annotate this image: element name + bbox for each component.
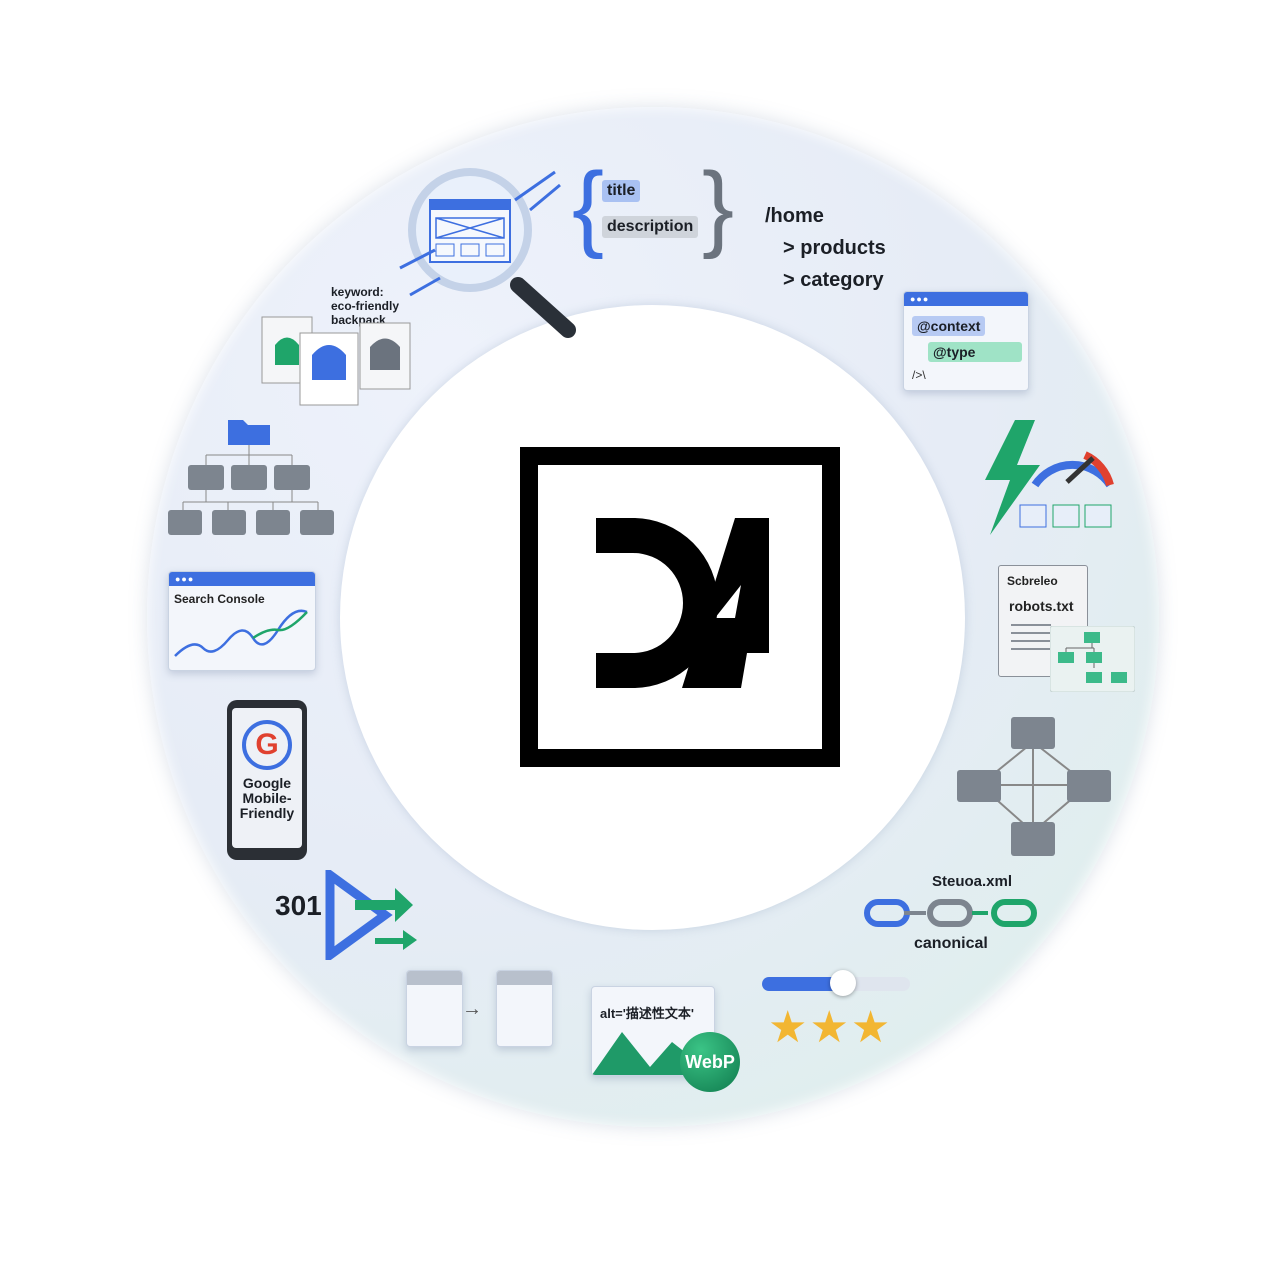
text-lines	[1011, 624, 1051, 654]
star-icon: ★	[809, 1003, 851, 1052]
slider-fill	[762, 977, 844, 991]
code-snippet: />\	[912, 368, 926, 382]
logo	[520, 447, 840, 767]
schema-window: ●●● @context @type />\	[903, 291, 1029, 391]
magnifier-icon	[399, 168, 576, 338]
star-icon: ★	[850, 1003, 893, 1052]
keyword-title: keyword:	[331, 285, 384, 299]
target-page	[496, 970, 553, 1047]
folder-network-icon	[957, 717, 1111, 856]
canonical-links-icon	[864, 899, 1037, 927]
breadcrumb-products: > products	[783, 237, 886, 259]
robots-header: Scbreleo	[1007, 574, 1058, 588]
canonical-label: canonical	[914, 935, 988, 952]
breadcrumb-home: /home	[765, 205, 824, 227]
redirect-code: 301	[275, 890, 322, 921]
mobile-line-1: Google	[242, 775, 292, 791]
brace-close-icon: }	[702, 153, 735, 260]
type-tag: @type	[928, 342, 1022, 362]
breadcrumb-category: > category	[783, 269, 884, 291]
sitemap-tree-icon	[1050, 626, 1135, 692]
rating-slider	[762, 970, 910, 996]
mobile-line-2: Mobile-	[242, 790, 292, 806]
redirect-arrow-icon	[325, 870, 417, 960]
growth-chart-icon	[174, 609, 308, 657]
mobile-phone: G Google Mobile- Friendly	[227, 700, 307, 860]
source-page	[406, 970, 463, 1047]
folder-hierarchy-icon	[168, 420, 334, 535]
logo-mark-icon	[596, 518, 769, 688]
description-tag: description	[602, 216, 699, 238]
star-rating: ★★★	[768, 1002, 892, 1053]
search-console-label: Search Console	[174, 592, 265, 606]
alt-text: alt='描述性文本'	[600, 1006, 694, 1021]
context-tag: @context	[912, 316, 986, 336]
slider-thumb	[830, 970, 856, 996]
sitemap-filename: Steuoa.xml	[932, 873, 1013, 890]
backpack-pages-icon	[261, 316, 411, 406]
robots-filename: robots.txt	[1009, 598, 1074, 614]
meta-tags: { } title description	[572, 153, 742, 270]
webp-badge: WebP	[680, 1032, 740, 1092]
arrow-right-icon: →	[462, 998, 482, 1020]
page-speed-icon	[985, 420, 1114, 535]
google-logo-icon: G	[242, 720, 292, 770]
brace-open-icon: {	[572, 153, 605, 260]
keyword-value: eco-friendly	[331, 299, 400, 313]
search-console-window: ●●● Search Console	[168, 571, 316, 671]
mobile-line-3: Friendly	[239, 805, 295, 821]
title-tag: title	[602, 180, 641, 202]
star-icon: ★	[768, 1003, 810, 1052]
